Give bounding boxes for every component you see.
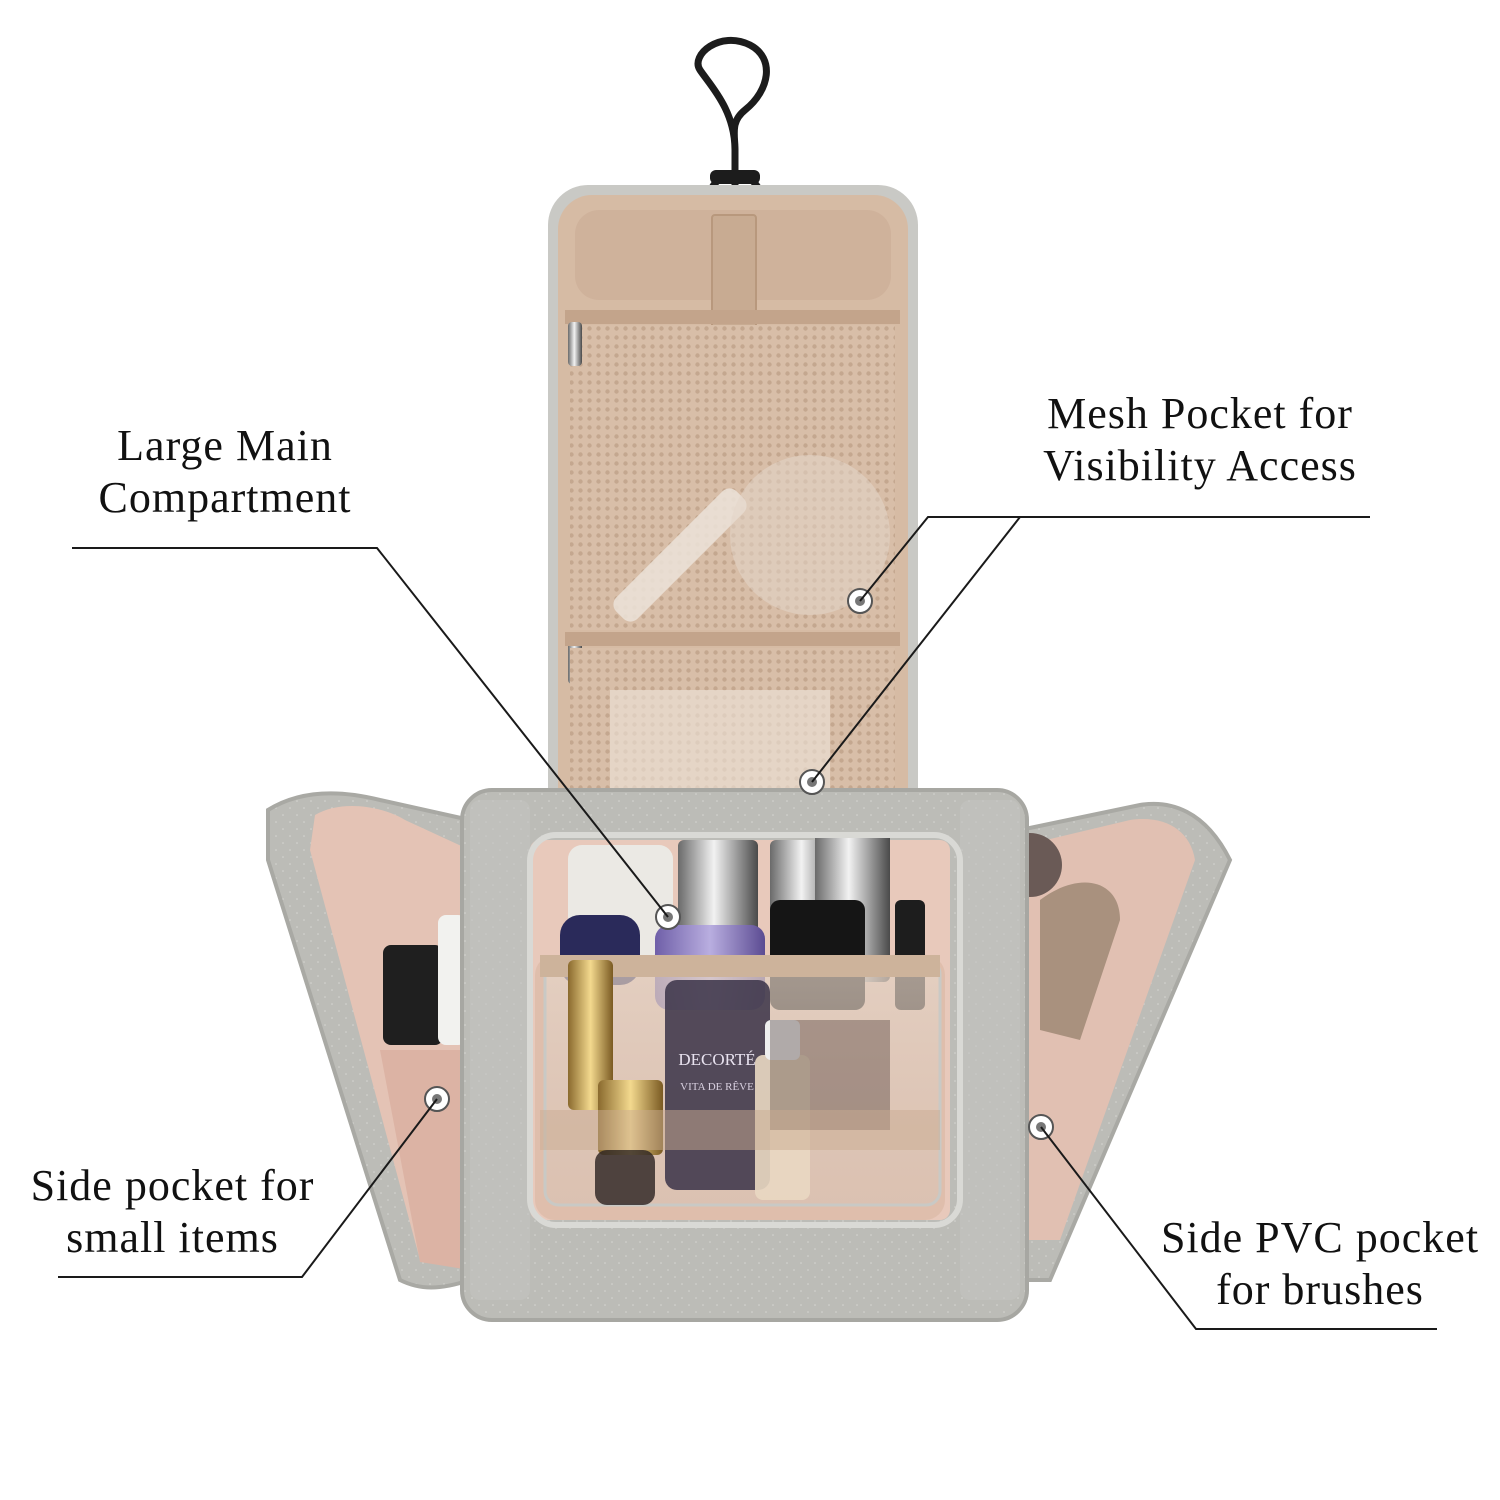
- callout-side-pvc-pocket: Side PVC pocket for brushes: [1135, 1212, 1500, 1316]
- callout-side-pocket-small-items: Side pocket for small items: [0, 1160, 345, 1264]
- leader-side-pvc: [1040, 1126, 1437, 1330]
- white-tube: [438, 915, 466, 1045]
- gold-tube: [568, 960, 613, 1110]
- callout-side-small-line1: Side pocket for: [30, 1161, 315, 1210]
- brush-cloth: [1040, 882, 1120, 1040]
- callout-large-main-compartment: Large Main Compartment: [70, 420, 380, 524]
- callout-mesh-line1: Mesh Pocket for: [1047, 389, 1353, 438]
- main-body: DECORTÉ VITA DE RÊVE: [460, 788, 1029, 1322]
- callout-side-pvc-line2: for brushes: [1216, 1265, 1424, 1314]
- top-flap: [548, 185, 918, 845]
- callout-main-line1: Large Main: [117, 421, 333, 470]
- compact-case: [383, 945, 443, 1045]
- callout-side-small-line2: small items: [66, 1213, 279, 1262]
- leader-lines: [58, 516, 1437, 1330]
- callout-main-line2: Compartment: [98, 473, 352, 522]
- leader-side-small: [58, 1098, 438, 1278]
- leader-mesh-upper: [859, 516, 1370, 602]
- callout-side-pvc-line1: Side PVC pocket: [1160, 1213, 1480, 1262]
- right-side-pvc-pocket: [998, 801, 1233, 1282]
- left-side-pocket: [266, 791, 472, 1290]
- decorte-brand-text: DECORTÉ: [678, 1050, 755, 1069]
- leader-mesh-lower: [811, 516, 1021, 783]
- leader-main: [72, 547, 669, 918]
- decorte-name-text: VITA DE RÊVE: [680, 1081, 754, 1093]
- callout-mesh-pocket: Mesh Pocket for Visibility Access: [1005, 388, 1395, 492]
- callout-mesh-line2: Visibility Access: [1043, 441, 1357, 490]
